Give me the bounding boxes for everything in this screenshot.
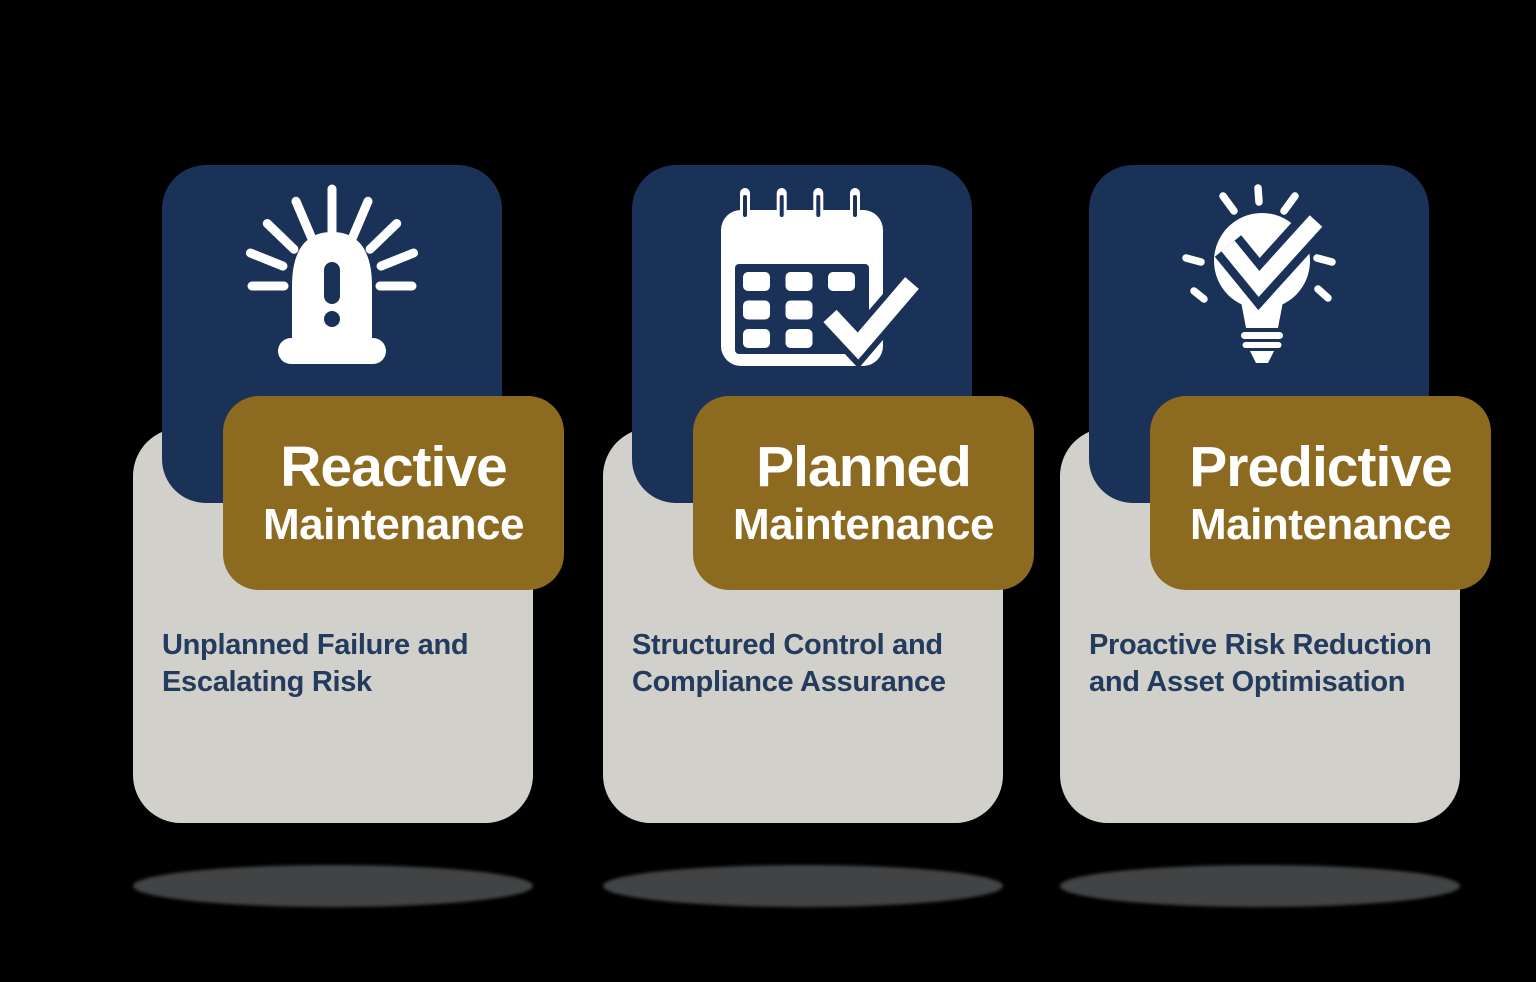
ground-shadow <box>133 865 533 907</box>
ground-shadow <box>603 865 1003 907</box>
ground-shadow <box>1060 865 1460 907</box>
description-line: Proactive Risk Reduction <box>1089 629 1432 661</box>
description-line: Compliance Assurance <box>632 666 946 698</box>
card-description: Structured Control and Compliance Assura… <box>632 627 982 701</box>
card-description: Unplanned Failure and Escalating Risk <box>162 627 512 701</box>
title-badge: Reactive Maintenance <box>223 396 564 590</box>
lightbulb-check-icon <box>1179 184 1339 371</box>
card-description: Proactive Risk Reduction and Asset Optim… <box>1089 627 1439 701</box>
card-subtitle: Maintenance <box>732 500 995 549</box>
title-badge: Predictive Maintenance <box>1150 396 1491 590</box>
calendar-check-icon <box>679 186 925 381</box>
card-planned-maintenance: Structured Control and Compliance Assura… <box>603 165 1034 955</box>
icon-tile <box>162 165 502 503</box>
card-title: Predictive <box>1189 435 1452 499</box>
description-line: Unplanned Failure and <box>162 629 469 661</box>
description-line: Structured Control and <box>632 629 943 661</box>
card-subtitle: Maintenance <box>1189 500 1452 549</box>
title-badge: Planned Maintenance <box>693 396 1034 590</box>
description-line: Escalating Risk <box>162 666 372 698</box>
card-subtitle: Maintenance <box>262 500 525 549</box>
card-predictive-maintenance: Proactive Risk Reduction and Asset Optim… <box>1060 165 1491 955</box>
card-title: Reactive <box>280 435 507 499</box>
description-line: and Asset Optimisation <box>1089 666 1406 698</box>
siren-alert-icon <box>242 184 422 371</box>
card-reactive-maintenance: Unplanned Failure and Escalating Risk <box>133 165 564 955</box>
card-title: Planned <box>756 435 972 499</box>
